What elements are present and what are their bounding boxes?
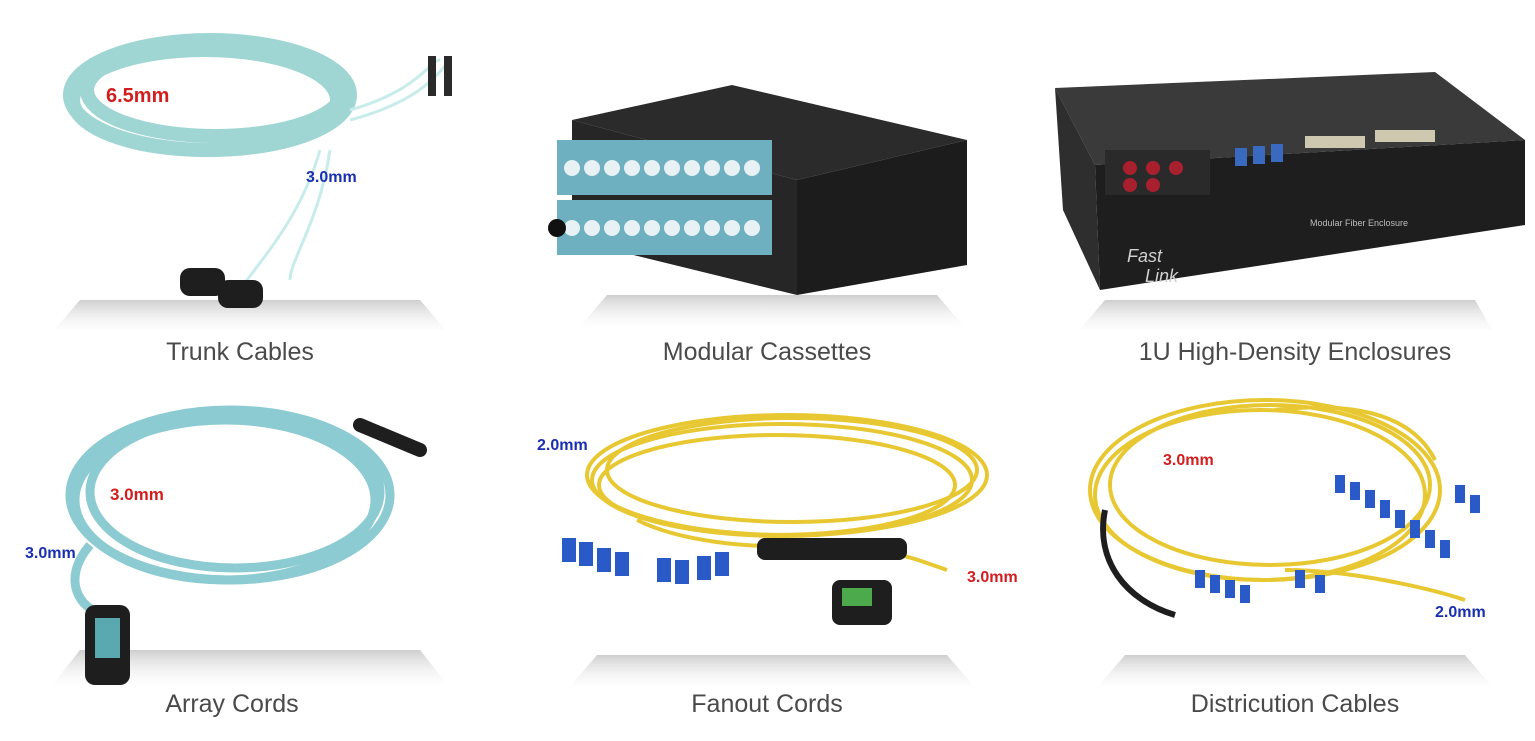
product-caption: Array Cords bbox=[165, 690, 299, 718]
distribution-label-trunk: 3.0mm bbox=[1163, 452, 1214, 469]
product-caption: Modular Cassettes bbox=[662, 338, 872, 366]
product-array-cords: 3.0mm 3.0mm Array Cords bbox=[0, 370, 500, 730]
fanout-label-branch: 2.0mm bbox=[537, 437, 588, 454]
distribution-cable-icon: 3.0mm 2.0mm bbox=[1088, 398, 1495, 690]
array-label-outer: 3.0mm bbox=[25, 545, 76, 562]
cassette-icon bbox=[548, 85, 967, 330]
product-distribution-cables: 3.0mm 2.0mm Districution Cables bbox=[1035, 370, 1535, 730]
fanout-cord-icon: 2.0mm 3.0mm bbox=[537, 413, 1017, 690]
fanout-label-trunk: 3.0mm bbox=[967, 569, 1017, 586]
enclosure-label: Modular Fiber Enclosure bbox=[1310, 218, 1408, 228]
product-fanout-cords: 2.0mm 3.0mm Fanout Cords bbox=[517, 370, 1017, 730]
brand-fast: Fast bbox=[1127, 246, 1163, 266]
product-caption: Trunk Cables bbox=[166, 338, 314, 366]
array-label-inner: 3.0mm bbox=[110, 485, 164, 504]
trunk-label-outer: 6.5mm bbox=[106, 85, 169, 107]
product-caption: 1U High-Density Enclosures bbox=[1138, 338, 1452, 366]
trunk-label-inner: 3.0mm bbox=[306, 169, 357, 186]
product-enclosures: Fast Link Modular Fiber Enclosure 1U Hig… bbox=[1035, 0, 1535, 366]
array-cord-icon: 3.0mm 3.0mm bbox=[25, 405, 450, 688]
product-modular-cassettes: Modular Cassettes bbox=[517, 0, 1017, 366]
brand-link: Link bbox=[1145, 266, 1179, 286]
product-trunk-cables: 6.5mm 3.0mm Trunk Cables bbox=[0, 0, 500, 366]
enclosure-icon: Fast Link Modular Fiber Enclosure bbox=[1055, 72, 1525, 330]
distribution-label-branch: 2.0mm bbox=[1435, 604, 1486, 621]
product-caption: Fanout Cords bbox=[691, 690, 843, 718]
trunk-cable-icon: 6.5mm 3.0mm bbox=[54, 33, 452, 330]
product-caption: Districution Cables bbox=[1190, 690, 1400, 718]
